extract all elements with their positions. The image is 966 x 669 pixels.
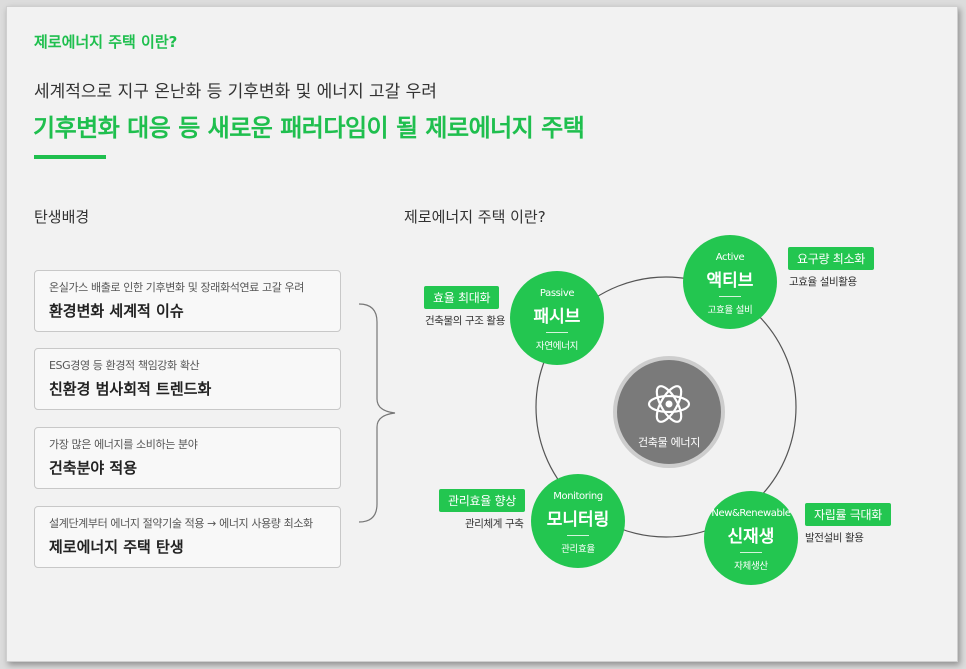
card-caption: 온실가스 배출로 인한 기후변화 및 장래화석연료 고갈 우려 <box>49 281 304 294</box>
headline: 기후변화 대응 등 새로운 패러다임이 될 제로에너지 주택 <box>33 114 585 142</box>
tag-renewable: 자립률 극대화 <box>805 503 891 526</box>
node-en: Active <box>715 252 745 263</box>
content-frame: 제로에너지 주택 이란? 세계적으로 지구 온난화 등 기후변화 및 에너지 고… <box>6 6 958 662</box>
card-title: 제로에너지 주택 탄생 <box>49 538 184 556</box>
node-divider <box>567 535 589 536</box>
node-passive: Passive 패시브 자연에너지 <box>510 271 604 365</box>
center-node: 건축물 에너지 <box>613 356 725 468</box>
node-en: Passive <box>539 288 575 299</box>
node-sub: 자연에너지 <box>535 341 579 352</box>
accent-bar <box>34 155 106 159</box>
node-divider <box>546 332 568 333</box>
node-divider <box>719 296 741 297</box>
tag-active: 요구량 최소화 <box>788 247 874 270</box>
background-card: ESG경영 등 환경적 책임강화 확산 친환경 범사회적 트렌드화 <box>34 348 341 410</box>
center-label: 건축물 에너지 <box>637 436 701 449</box>
diagram-lines <box>358 276 797 538</box>
card-caption: ESG경영 등 환경적 책임강화 확산 <box>49 359 200 372</box>
background-card: 설계단계부터 에너지 절약기술 적용 → 에너지 사용량 최소화 제로에너지 주… <box>34 506 341 568</box>
node-ko: 패시브 <box>533 307 581 327</box>
background-card: 온실가스 배출로 인한 기후변화 및 장래화석연료 고갈 우려 환경변화 세계적… <box>34 270 341 332</box>
node-renewable: New&Renewable 신재생 자체생산 <box>704 491 798 585</box>
desc-passive: 건축물의 구조 활용 <box>425 315 505 327</box>
top-label: 제로에너지 주택 이란? <box>34 33 178 51</box>
card-title: 친환경 범사회적 트렌드화 <box>49 380 212 398</box>
tag-monitoring: 관리효율 향상 <box>439 489 525 512</box>
orbit-ring <box>535 276 797 538</box>
card-title: 건축분야 적용 <box>49 459 138 477</box>
node-sub: 고효율 설비 <box>707 305 753 316</box>
node-active: Active 액티브 고효율 설비 <box>683 235 777 329</box>
node-divider <box>740 552 762 553</box>
atom-icon <box>617 380 721 432</box>
section-title-background: 탄생배경 <box>34 208 90 226</box>
node-ko: 모니터링 <box>546 510 610 530</box>
node-ko: 신재생 <box>727 527 775 547</box>
tag-passive: 효율 최대화 <box>424 286 500 309</box>
desc-active: 고효율 설비활용 <box>789 276 857 288</box>
background-card: 가장 많은 에너지를 소비하는 분야 건축분야 적용 <box>34 427 341 489</box>
grouping-bracket <box>358 303 396 523</box>
card-caption: 가장 많은 에너지를 소비하는 분야 <box>49 438 198 451</box>
node-en: Monitoring <box>553 491 603 502</box>
node-sub: 자체생산 <box>734 561 768 572</box>
node-sub: 관리효율 <box>561 544 595 555</box>
subtitle: 세계적으로 지구 온난화 등 기후변화 및 에너지 고갈 우려 <box>34 82 437 102</box>
card-caption: 설계단계부터 에너지 절약기술 적용 → 에너지 사용량 최소화 <box>49 517 313 530</box>
node-monitoring: Monitoring 모니터링 관리효율 <box>531 474 625 568</box>
section-title-definition: 제로에너지 주택 이란? <box>404 208 546 226</box>
desc-monitoring: 관리체계 구축 <box>465 518 524 530</box>
card-title: 환경변화 세계적 이슈 <box>49 302 184 320</box>
desc-renewable: 발전설비 활용 <box>805 532 864 544</box>
node-en: New&Renewable <box>711 508 791 519</box>
node-ko: 액티브 <box>706 271 754 291</box>
